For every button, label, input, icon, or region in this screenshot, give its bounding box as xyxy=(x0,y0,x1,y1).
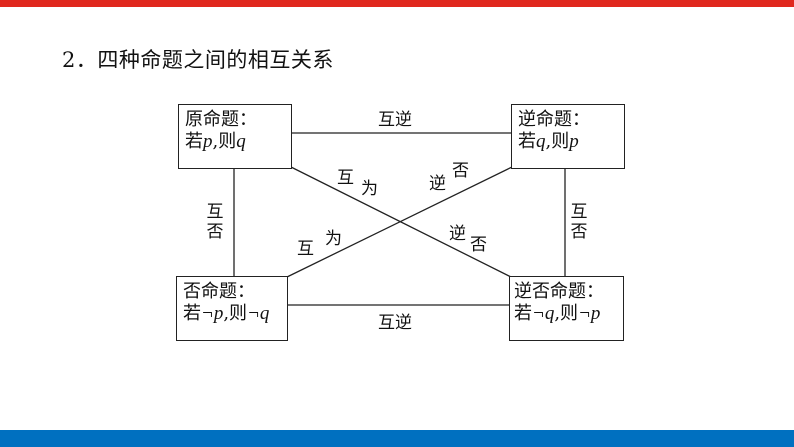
label-diag-wei-1: 为 xyxy=(361,179,378,199)
box-converse-proposition: 逆命题： 若q,则p xyxy=(511,104,625,169)
bottom-accent-bar xyxy=(0,430,794,447)
label-diag-ni-1: 逆 xyxy=(429,174,446,194)
top-accent-bar xyxy=(0,0,794,7)
line-diagonal-converse-inverse xyxy=(286,166,513,278)
label-right-inverse: 互 否 xyxy=(570,202,588,242)
label-diag-fou-1: 否 xyxy=(452,161,469,181)
label-top-converse: 互逆 xyxy=(378,110,412,130)
box-original-proposition: 原命题： 若p,则q xyxy=(178,104,292,169)
label-diag-ni-2: 逆 xyxy=(449,224,466,244)
label-diag-mutual-2: 互 xyxy=(297,239,314,259)
box-statement: 若¬q,则¬p xyxy=(514,303,601,324)
label-diag-fou-2: 否 xyxy=(470,235,487,255)
label-left-inverse: 互 否 xyxy=(206,202,224,242)
box-title: 逆否命题： xyxy=(514,281,604,302)
box-title: 原命题： xyxy=(185,109,257,130)
label-diag-wei-2: 为 xyxy=(325,229,342,249)
box-title: 逆命题： xyxy=(518,109,590,130)
box-statement: 若¬p,则¬q xyxy=(183,303,270,324)
box-inverse-proposition: 否命题： 若¬p,则¬q xyxy=(176,276,288,341)
section-heading: 2．四种命题之间的相互关系 xyxy=(62,48,334,72)
box-title: 否命题： xyxy=(183,281,255,302)
box-contrapositive-proposition: 逆否命题： 若¬q,则¬p xyxy=(509,276,624,341)
box-statement: 若q,则p xyxy=(518,131,579,152)
label-bottom-converse: 互逆 xyxy=(378,313,412,333)
box-statement: 若p,则q xyxy=(185,131,246,152)
label-diag-mutual-1: 互 xyxy=(337,168,354,188)
line-diagonal-original-contrapositive xyxy=(290,166,512,278)
